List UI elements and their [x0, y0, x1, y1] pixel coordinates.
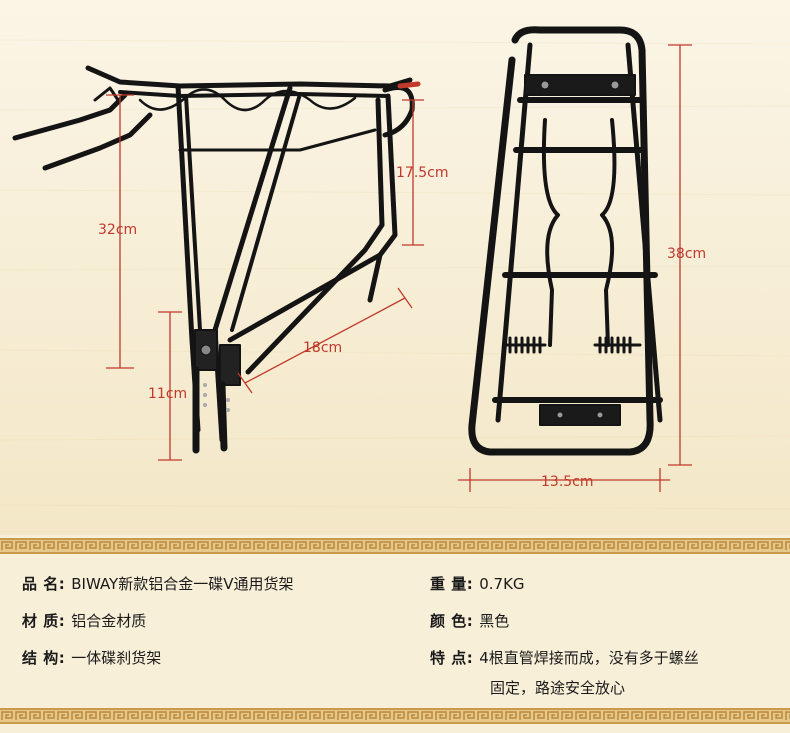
spec-key: 材 质:: [22, 612, 66, 630]
spec-row-features: 特 点: 4根直管焊接而成，没有多于螺丝: [430, 644, 699, 672]
spec-key: 结 构:: [22, 649, 66, 667]
spec-row-structure: 结 构: 一体碟刹货架: [22, 644, 161, 672]
spec-value: 铝合金材质: [71, 612, 147, 630]
rack-top-view: [468, 26, 663, 456]
decorative-band-top: [0, 538, 790, 554]
spec-value: 0.7KG: [479, 575, 525, 593]
dim-label-top-length: 38cm: [667, 246, 706, 262]
spec-value: 一体碟刹货架: [71, 649, 162, 667]
spec-key: 重 量:: [430, 575, 474, 593]
spec-row-color: 颜 色: 黑色: [430, 607, 509, 635]
spec-key: 特 点:: [430, 649, 474, 667]
spec-table: 品 名: BIWAY新款铝合金一碟V通用货架 重 量: 0.7KG 材 质: 铝合金材…: [0, 560, 790, 705]
spec-row-features-cont: 固定，路途安全放心: [490, 674, 625, 702]
spec-key: 颜 色:: [430, 612, 474, 630]
spec-row-weight: 重 量: 0.7KG: [430, 570, 525, 598]
dim-label-top-width: 13.5cm: [541, 474, 594, 490]
spec-value: 黑色: [479, 612, 510, 630]
dim-label-strut-length: 18cm: [303, 340, 342, 356]
spec-value-cont: 固定，路途安全放心: [490, 679, 626, 697]
dim-label-rack-height: 32cm: [98, 222, 137, 238]
rack-side-view: [12, 65, 421, 454]
spec-row-name: 品 名: BIWAY新款铝合金一碟V通用货架: [22, 570, 293, 598]
dim-label-leg-length: 11cm: [148, 386, 187, 402]
spec-key: 品 名:: [22, 575, 66, 593]
spec-value: 4根直管焊接而成，没有多于螺丝: [479, 649, 699, 667]
spec-row-material: 材 质: 铝合金材质: [22, 607, 146, 635]
product-photo: 32cm 17.5cm 18cm 11cm 38cm 13.5cm: [0, 0, 790, 535]
spec-value: BIWAY新款铝合金一碟V通用货架: [71, 575, 294, 593]
decorative-band-bottom: [0, 708, 790, 724]
dimension-lines: [106, 44, 692, 492]
dim-label-stay-drop: 17.5cm: [396, 165, 449, 181]
